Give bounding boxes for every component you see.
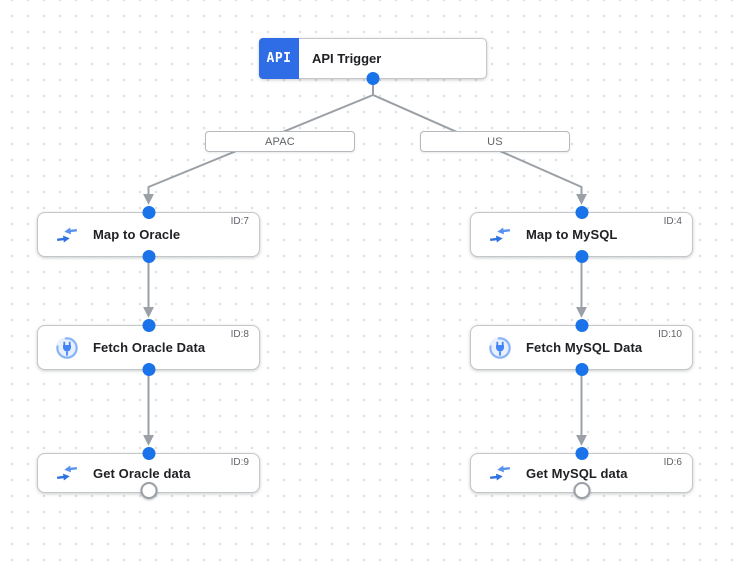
data-mapping-icon [55,464,79,482]
connectors-plug-icon [55,336,79,360]
node-id-badge: ID:8 [230,329,249,340]
node-title: Get MySQL data [526,465,628,481]
branch-label-us[interactable]: US [420,131,570,152]
output-connection-dot[interactable] [575,250,588,263]
node-map-to-mysql[interactable]: ID:4 Map to MySQL [470,206,693,263]
input-connection-dot[interactable] [142,447,155,460]
input-connection-dot[interactable] [575,319,588,332]
output-connection-dot[interactable] [575,363,588,376]
api-trigger-icon: API [259,38,299,79]
output-connection-dot[interactable] [366,72,380,85]
node-id-badge: ID:10 [658,329,682,340]
node-api-trigger[interactable]: API API Trigger [259,38,487,85]
node-get-mysql-data[interactable]: ID:6 Get MySQL data [470,447,693,499]
edge-end-dot[interactable] [140,482,157,499]
connectors-plug-icon [488,336,512,360]
branch-label-text: US [487,135,503,148]
node-fetch-mysql-data[interactable]: ID:10 Fetch MySQL Data [470,319,693,376]
input-connection-dot[interactable] [575,447,588,460]
node-get-oracle-data[interactable]: ID:9 Get Oracle data [37,447,260,499]
node-id-badge: ID:9 [230,457,249,468]
data-mapping-icon [488,464,512,482]
output-connection-dot[interactable] [142,250,155,263]
node-title: Fetch MySQL Data [526,340,643,355]
branch-label-text: APAC [265,135,295,148]
node-title: Map to MySQL [526,227,618,242]
node-title: Map to Oracle [93,227,181,242]
node-fetch-oracle-data[interactable]: ID:8 Fetch Oracle Data [37,319,260,376]
data-mapping-icon [488,226,512,244]
input-connection-dot[interactable] [142,206,155,219]
node-id-badge: ID:7 [230,216,249,227]
node-id-badge: ID:4 [663,216,682,227]
data-mapping-icon [55,226,79,244]
edge-end-dot[interactable] [573,482,590,499]
edge-branch-us [372,94,587,205]
node-title: Fetch Oracle Data [93,340,206,355]
edge-branch-apac [143,94,374,205]
node-id-badge: ID:6 [663,457,682,468]
api-badge-text: API [266,51,292,66]
input-connection-dot[interactable] [575,206,588,219]
output-connection-dot[interactable] [142,363,155,376]
input-connection-dot[interactable] [142,319,155,332]
node-title: Get Oracle data [93,465,191,481]
node-title: API Trigger [312,51,382,66]
node-map-to-oracle[interactable]: ID:7 Map to Oracle [37,206,260,263]
branch-label-apac[interactable]: APAC [205,131,355,152]
